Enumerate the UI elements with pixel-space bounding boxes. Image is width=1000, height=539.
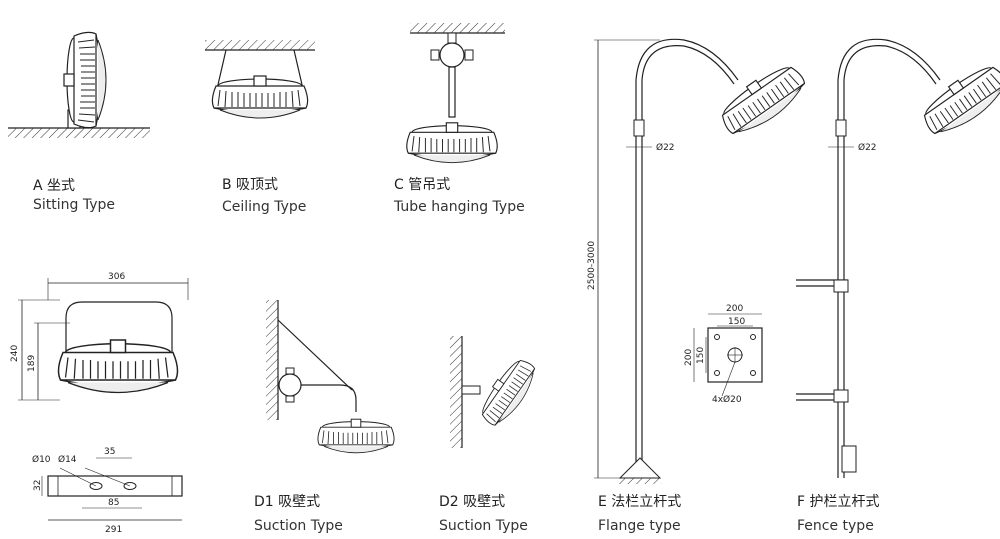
- caption-b-cn: B 吸顶式: [222, 177, 279, 193]
- caption-d1-en: Suction Type: [254, 518, 343, 534]
- panel-e-drawing: [594, 38, 812, 484]
- panel-c-drawing: [406, 23, 505, 164]
- caption-a-en: Sitting Type: [33, 197, 116, 213]
- caption-a-cn: A 坐式: [33, 178, 76, 194]
- dim-pole-diameter-f: Ø22: [858, 142, 877, 153]
- dim-flange-inner-width: 150: [728, 317, 745, 327]
- mount-bracket-view: [41, 457, 183, 521]
- dim-lamp-height-body: 189: [27, 355, 37, 372]
- dim-flange-width: 200: [726, 304, 743, 314]
- dim-mount-spacing-bottom: 85: [108, 498, 119, 508]
- caption-d2-en: Suction Type: [439, 518, 528, 534]
- dim-pole-diameter-e: Ø22: [656, 142, 675, 153]
- lamp-dimension-view: [18, 278, 189, 401]
- panel-d1-drawing: [266, 300, 395, 454]
- dim-mount-hole-large: Ø10: [32, 454, 51, 465]
- caption-c-cn: C 管吊式: [394, 177, 451, 193]
- caption-b-en: Ceiling Type: [222, 199, 307, 215]
- caption-d1-cn: D1 吸壁式: [254, 494, 321, 510]
- panel-b-drawing: [205, 40, 315, 119]
- dim-mount-height: 32: [33, 480, 43, 491]
- caption-d2-cn: D2 吸壁式: [439, 494, 506, 510]
- panel-a-drawing: [8, 31, 150, 138]
- dim-lamp-width: 306: [108, 272, 125, 282]
- panel-d2-drawing: [450, 336, 542, 448]
- dim-pole-height: 2500-3000: [587, 241, 597, 290]
- dim-mount-hole-small: Ø14: [58, 454, 77, 465]
- dim-flange-holes: 4xØ20: [712, 394, 742, 405]
- caption-e-en: Flange type: [598, 518, 681, 534]
- flange-plate-view: [693, 313, 763, 397]
- dim-mount-length: 291: [105, 525, 122, 535]
- panel-f-drawing: [796, 38, 1000, 478]
- caption-e-cn: E 法栏立杆式: [598, 494, 682, 510]
- dim-lamp-height-total: 240: [10, 345, 20, 362]
- caption-c-en: Tube hanging Type: [394, 199, 525, 215]
- caption-f-en: Fence type: [797, 518, 874, 534]
- dim-flange-inner-height: 150: [696, 347, 706, 364]
- dim-mount-spacing-top: 35: [104, 447, 115, 457]
- dim-flange-height: 200: [684, 349, 694, 366]
- caption-f-cn: F 护栏立杆式: [797, 494, 880, 510]
